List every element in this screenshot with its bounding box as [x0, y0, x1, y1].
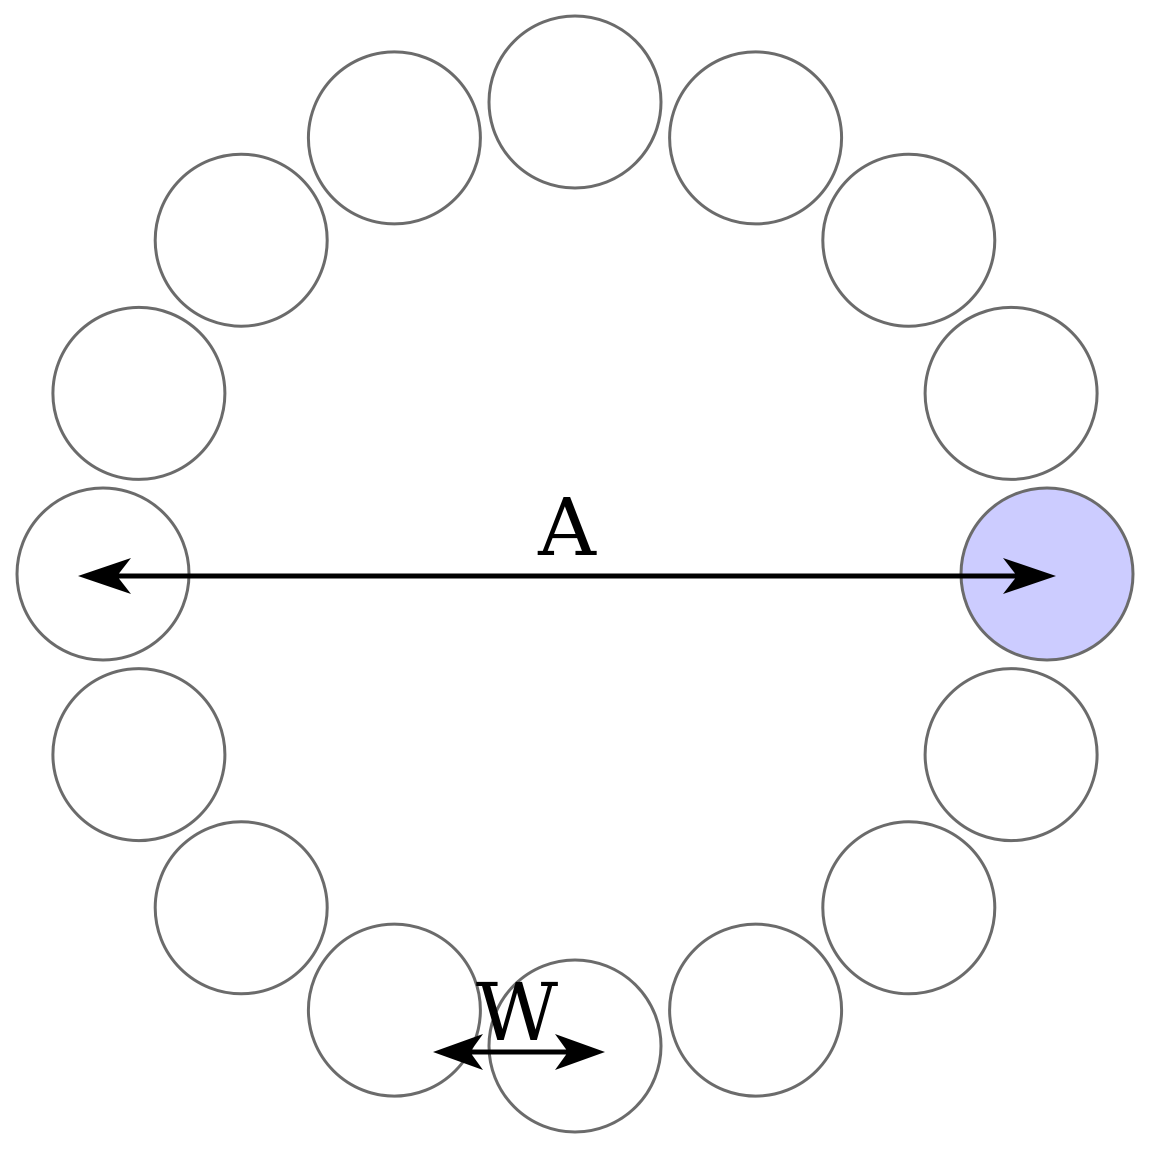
- target-circle: [923, 667, 1099, 843]
- target-circle: [51, 305, 227, 481]
- width-label: W: [476, 966, 558, 1059]
- target-circle: [153, 820, 329, 996]
- target-circle: [923, 305, 1099, 481]
- target-circle: [306, 50, 482, 226]
- amplitude-arrowhead-right: [1003, 558, 1056, 594]
- width-arrowhead-right: [555, 1034, 605, 1070]
- target-circle: [153, 152, 329, 328]
- target-circle: [487, 14, 663, 190]
- amplitude-arrowhead-left: [78, 558, 131, 594]
- target-circle: [821, 152, 997, 328]
- amplitude-dimension: A: [78, 481, 1056, 594]
- target-circle: [306, 922, 482, 1098]
- width-arrowhead-left: [433, 1034, 483, 1070]
- target-circle: [821, 820, 997, 996]
- amplitude-label: A: [537, 481, 597, 574]
- target-ring: [15, 14, 1135, 1134]
- target-circle: [51, 667, 227, 843]
- target-circle: [668, 922, 844, 1098]
- target-circle: [668, 50, 844, 226]
- width-dimension: W: [433, 966, 605, 1070]
